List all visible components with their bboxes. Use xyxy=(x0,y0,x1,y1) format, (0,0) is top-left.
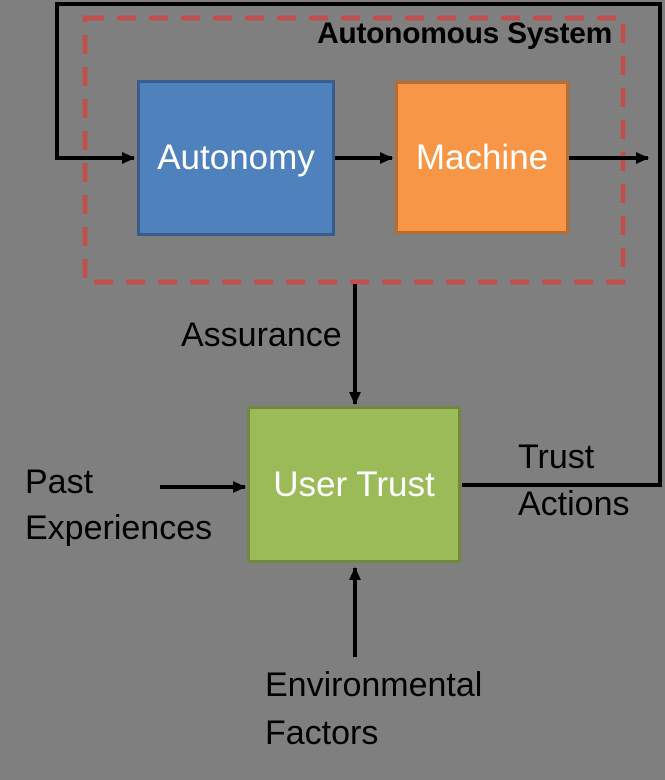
past-experiences-label-line1: Past xyxy=(25,463,94,501)
user-trust-box: User Trust xyxy=(247,406,461,563)
past-experiences-label-line2: Experiences xyxy=(25,509,213,547)
assurance-label: Assurance xyxy=(181,316,342,354)
environmental-factors-label-line1: Environmental xyxy=(265,666,483,704)
autonomy-box-label: Autonomy xyxy=(157,138,315,177)
autonomous-system-title: Autonomous System xyxy=(317,17,612,50)
user-trust-box-label: User Trust xyxy=(273,464,435,504)
trust-actions-label-line2: Actions xyxy=(518,485,630,523)
machine-box-label: Machine xyxy=(415,137,549,177)
environmental-factors-label: Environmental Factors xyxy=(265,661,482,757)
autonomy-box: Autonomy xyxy=(137,80,335,236)
autonomous-system-container xyxy=(82,15,626,285)
past-experiences-label: Past Experiences xyxy=(25,459,212,551)
trust-feedback-loop-arrow xyxy=(55,2,662,487)
environmental-factors-label-line2: Factors xyxy=(265,714,379,752)
trust-actions-label-line1: Trust xyxy=(518,438,595,476)
machine-box: Machine xyxy=(395,81,569,234)
trust-actions-label: Trust Actions xyxy=(518,434,630,528)
